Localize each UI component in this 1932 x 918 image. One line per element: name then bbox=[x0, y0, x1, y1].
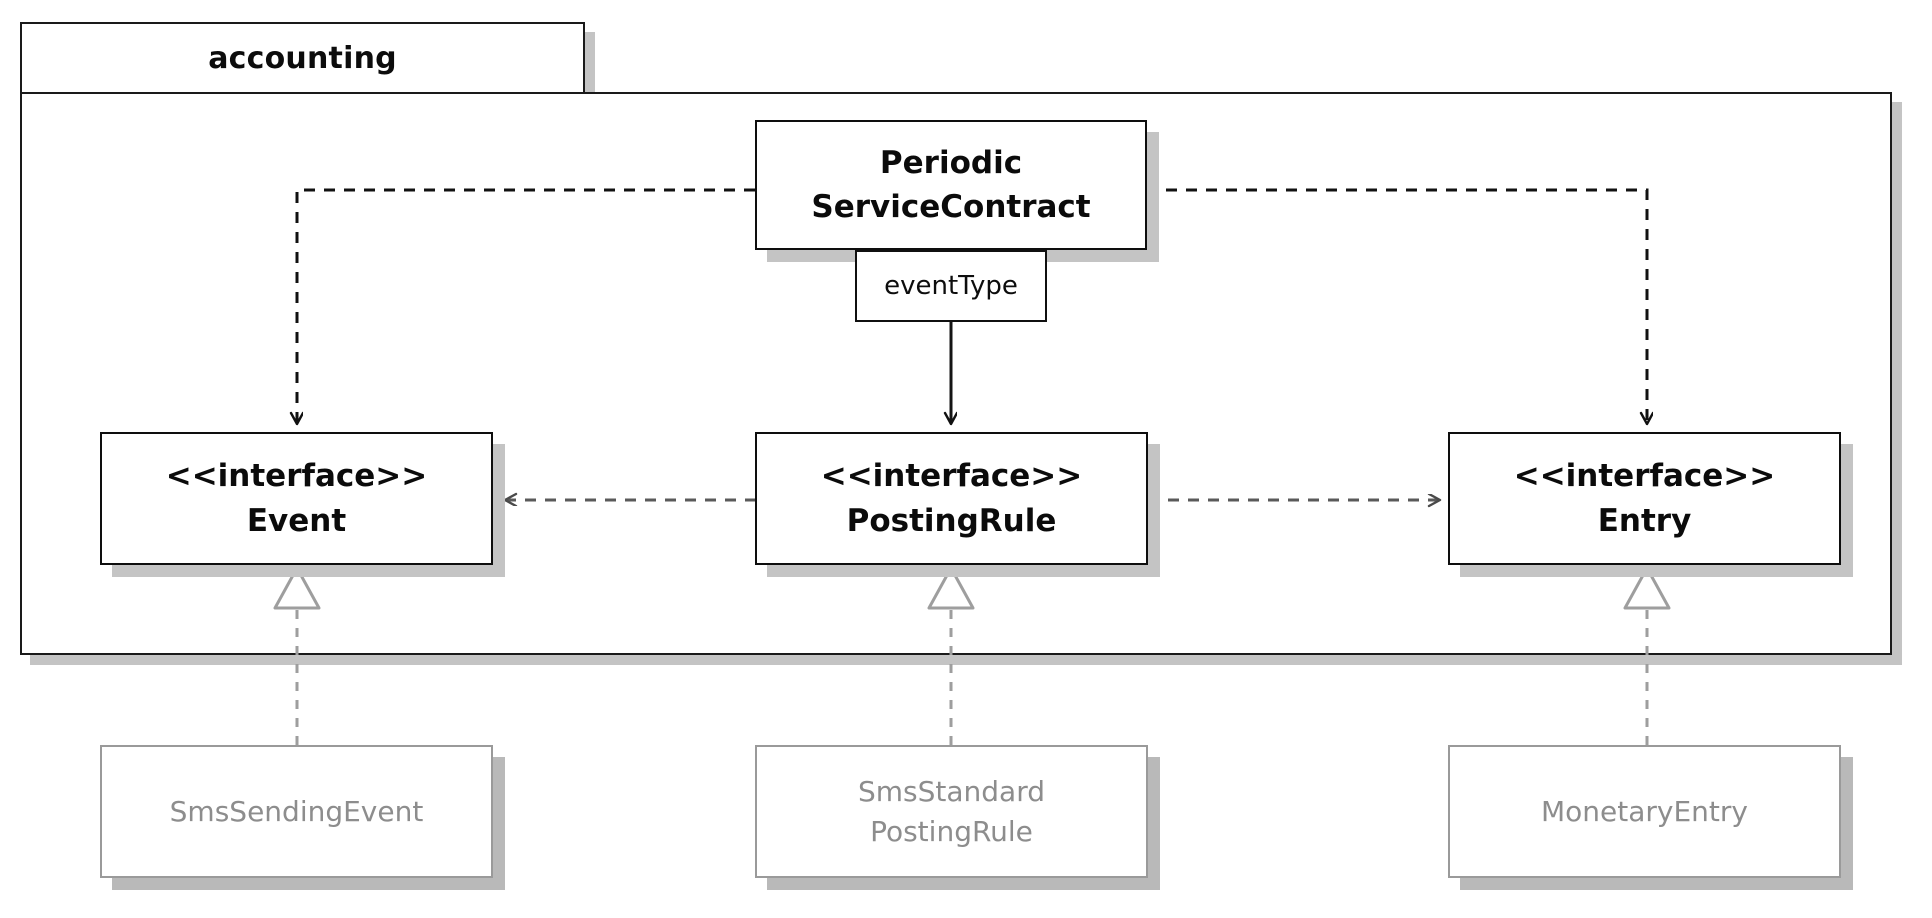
class-name-event: Event bbox=[246, 502, 347, 539]
class-stereotype-event: <<interface>> bbox=[165, 458, 428, 495]
package-name-label: accounting bbox=[208, 40, 397, 76]
class-name-sms-standard-line-1: SmsStandard bbox=[857, 774, 1046, 808]
class-name-monetary-entry: MonetaryEntry bbox=[1541, 794, 1748, 828]
class-name-posting-rule: PostingRule bbox=[846, 502, 1057, 539]
class-name-sms-sending-event: SmsSendingEvent bbox=[169, 794, 424, 828]
class-sms-sending-event[interactable]: SmsSendingEvent bbox=[100, 745, 493, 878]
class-posting-rule[interactable]: <<interface>> PostingRule bbox=[755, 432, 1148, 565]
class-stereotype-posting-rule: <<interface>> bbox=[820, 458, 1083, 495]
class-periodic-service-contract[interactable]: Periodic ServiceContract bbox=[755, 120, 1147, 250]
package-tab-shadow bbox=[585, 32, 595, 94]
association-label-text: eventType bbox=[884, 271, 1018, 301]
class-name-entry: Entry bbox=[1597, 502, 1692, 539]
class-stereotype-entry: <<interface>> bbox=[1513, 458, 1776, 495]
class-name-line-2: ServiceContract bbox=[811, 189, 1091, 225]
class-monetary-entry[interactable]: MonetaryEntry bbox=[1448, 745, 1841, 878]
package-tab-accounting[interactable]: accounting bbox=[20, 22, 585, 94]
class-sms-standard-posting-rule[interactable]: SmsStandard PostingRule bbox=[755, 745, 1148, 878]
class-name-line-1: Periodic bbox=[879, 144, 1023, 181]
class-event[interactable]: <<interface>> Event bbox=[100, 432, 493, 565]
association-label-event-type[interactable]: eventType bbox=[855, 250, 1047, 322]
class-entry[interactable]: <<interface>> Entry bbox=[1448, 432, 1841, 565]
class-name-sms-standard-line-2: PostingRule bbox=[870, 814, 1033, 848]
